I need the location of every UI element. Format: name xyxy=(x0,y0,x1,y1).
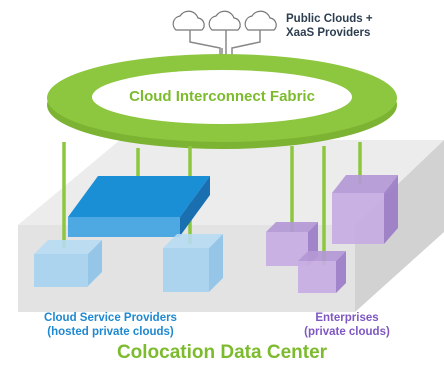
enterprise-block-large xyxy=(332,175,398,244)
datacenter-label: Colocation Data Center xyxy=(116,342,328,363)
public-clouds-line1: Public Clouds + xyxy=(286,13,373,25)
enterprise-label-line1: Enterprises xyxy=(315,312,379,324)
csp-block-right xyxy=(163,234,223,292)
public-clouds-label: Public Clouds + XaaS Providers xyxy=(286,12,436,41)
enterprise-block-bottom xyxy=(298,251,346,293)
csp-large-block xyxy=(68,176,210,237)
fabric-label: Cloud Interconnect Fabric xyxy=(129,88,315,105)
cloud-icon xyxy=(208,10,241,31)
cloud-icon xyxy=(172,10,205,31)
public-clouds-icon-group xyxy=(172,10,277,31)
csp-label: Cloud Service Providers (hosted private … xyxy=(18,311,203,340)
enterprise-label-line2: (private clouds) xyxy=(304,326,390,339)
cloud-interconnect-fabric-ring xyxy=(47,54,397,149)
csp-label-line2: (hosted private clouds) xyxy=(47,326,174,339)
enterprise-label: Enterprises (private clouds) xyxy=(292,311,402,340)
public-clouds-line2: XaaS Providers xyxy=(286,27,371,40)
cloud-icon xyxy=(244,10,277,31)
csp-label-line1: Cloud Service Providers xyxy=(44,312,177,324)
csp-block-left xyxy=(34,240,102,287)
